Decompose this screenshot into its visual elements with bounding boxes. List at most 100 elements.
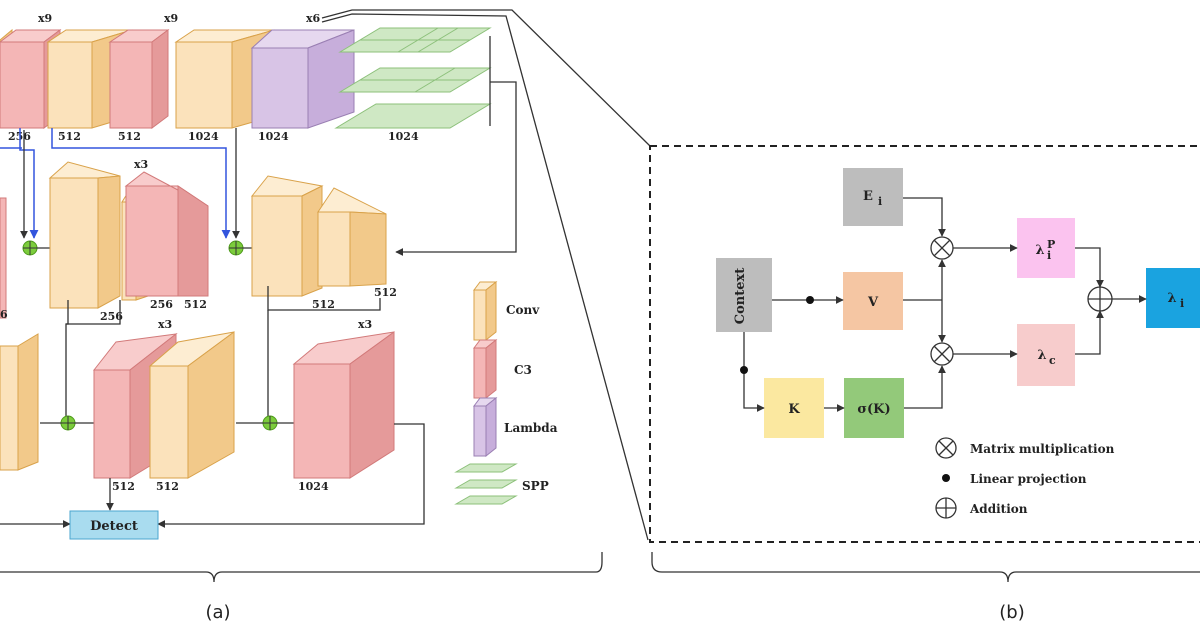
- projection-dot: [806, 296, 814, 304]
- skip-connection: [19, 128, 39, 239]
- channel-label: 256: [150, 298, 173, 311]
- e-subscript: i: [878, 195, 882, 208]
- legend-label: Lambda: [504, 421, 558, 435]
- bottom-row: x3 x3 512 512 1024 Detect: [0, 286, 425, 540]
- channel-label: 1024: [298, 480, 329, 493]
- multiplier-label: x3: [134, 158, 148, 171]
- channel-label: 512: [312, 298, 335, 311]
- sigma-k-box: [844, 378, 904, 438]
- brace-a: [0, 552, 603, 583]
- caption-a: (a): [205, 602, 230, 623]
- oplus-node: [1087, 286, 1113, 312]
- legend-label: C3: [514, 363, 532, 377]
- legend-conv-icon: [473, 280, 498, 342]
- conv-block: [250, 175, 324, 297]
- channel-label: 512: [112, 480, 135, 493]
- brace-b: [651, 552, 1200, 583]
- e-box: [843, 168, 903, 226]
- lambda-p-subscript: i: [1047, 249, 1051, 262]
- legend-label: Linear projection: [970, 472, 1087, 486]
- connection: [65, 300, 69, 416]
- connection: [157, 423, 425, 528]
- channel-label: 1024: [258, 130, 289, 143]
- legend-b: Matrix multiplication Linear projection …: [935, 437, 1115, 519]
- lambda-detail-frame: [649, 145, 1200, 543]
- zoom-line: [321, 9, 651, 147]
- sigma-k-label: σ(K): [857, 402, 890, 417]
- lambda-block: [250, 29, 355, 129]
- lambda-p-superscript: P: [1047, 238, 1055, 251]
- connection: [395, 81, 517, 256]
- panel-a: x9 x9 x6 256 512 512 1024 1024 1024: [0, 12, 603, 623]
- channel-label: 1024: [188, 130, 219, 143]
- c3-block: [124, 171, 209, 297]
- legend-label: Addition: [969, 502, 1028, 516]
- k-box: [764, 378, 824, 438]
- connection: [267, 286, 381, 311]
- channel-label: 512: [184, 298, 207, 311]
- otimes-node: [930, 236, 954, 260]
- connection: [903, 197, 946, 237]
- spp-block: [334, 27, 492, 129]
- detect-box: [69, 510, 159, 540]
- addition-icon: [935, 497, 957, 519]
- top-row: x9 x9 x6 256 512 512 1024 1024 1024: [0, 12, 492, 143]
- lambda-c-subscript: c: [1049, 354, 1056, 367]
- conv-block: [317, 187, 387, 287]
- conv-block: [148, 331, 235, 479]
- detect-label: Detect: [90, 519, 138, 534]
- connection: [66, 300, 121, 325]
- connection: [743, 332, 765, 412]
- c3-block: [292, 331, 395, 479]
- e-label: E: [863, 189, 873, 204]
- matrix-multiplication-icon: [935, 437, 957, 459]
- connection: [904, 365, 946, 409]
- legend-c3-icon: [473, 338, 498, 400]
- k-label: K: [788, 402, 800, 417]
- skip-connection: [51, 128, 231, 239]
- v-box: [843, 272, 903, 330]
- channel-label: 256: [100, 310, 123, 323]
- lambda-i-label: λ: [1167, 291, 1176, 306]
- lambda-p-label: λ: [1035, 243, 1044, 258]
- legend-lambda-icon: [473, 396, 498, 458]
- lambda-c-label: λ: [1037, 348, 1046, 363]
- conv-block: [0, 333, 39, 471]
- connection: [1075, 310, 1104, 355]
- otimes-node: [930, 342, 954, 366]
- context-box: [716, 258, 772, 332]
- c3-block: [108, 29, 170, 129]
- side-label: 6: [0, 308, 8, 321]
- conv-block: [48, 161, 121, 309]
- multiplier-label: x3: [358, 318, 372, 331]
- zoom-line: [321, 13, 649, 541]
- lambda-p-box: [1017, 218, 1075, 278]
- connection: [1075, 247, 1104, 288]
- channel-label: 512: [58, 130, 81, 143]
- channel-label: 512: [118, 130, 141, 143]
- multiplier-label: x6: [306, 12, 321, 25]
- linear-projection-icon: [942, 474, 950, 482]
- lambda-i-subscript: i: [1180, 297, 1184, 310]
- channel-label: 512: [156, 480, 179, 493]
- legend-label: Conv: [506, 303, 540, 317]
- legend-spp-icon: [454, 463, 518, 505]
- legend-label: Matrix multiplication: [970, 442, 1115, 456]
- panel-b: E i Context V K σ(K) λ P i λ c λ i: [649, 145, 1200, 623]
- context-label: Context: [733, 268, 748, 325]
- middle-row: x3 6 256 256 512 512 512: [0, 81, 517, 323]
- legend-label: SPP: [522, 479, 549, 493]
- multiplier-label: x3: [158, 318, 172, 331]
- multiplier-label: x9: [164, 12, 178, 25]
- lambda-i-box: [1146, 268, 1200, 328]
- caption-b: (b): [999, 602, 1024, 623]
- lambda-c-box: [1017, 324, 1075, 386]
- legend-a: Conv C3 Lambda SPP: [454, 280, 558, 505]
- multiplier-label: x9: [38, 12, 52, 25]
- c3-block: [0, 197, 7, 319]
- channel-label: 512: [374, 286, 397, 299]
- channel-label: 1024: [388, 130, 419, 143]
- projection-dot: [740, 366, 748, 374]
- v-label: V: [867, 295, 879, 310]
